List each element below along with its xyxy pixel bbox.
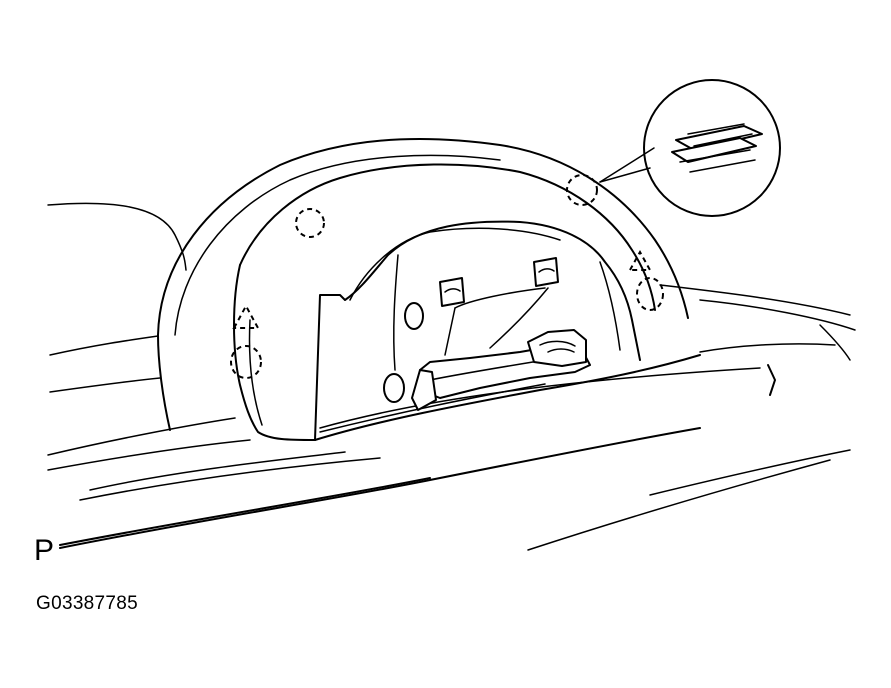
wheel-house-inner xyxy=(314,220,701,441)
view-label: P xyxy=(34,534,55,567)
figure-code: G03387785 xyxy=(36,593,139,614)
vehicle-body-lines xyxy=(47,202,856,551)
clip-detail-callout xyxy=(599,79,781,217)
clip-location-markers xyxy=(230,174,664,379)
fender-liner-outer xyxy=(157,138,689,441)
